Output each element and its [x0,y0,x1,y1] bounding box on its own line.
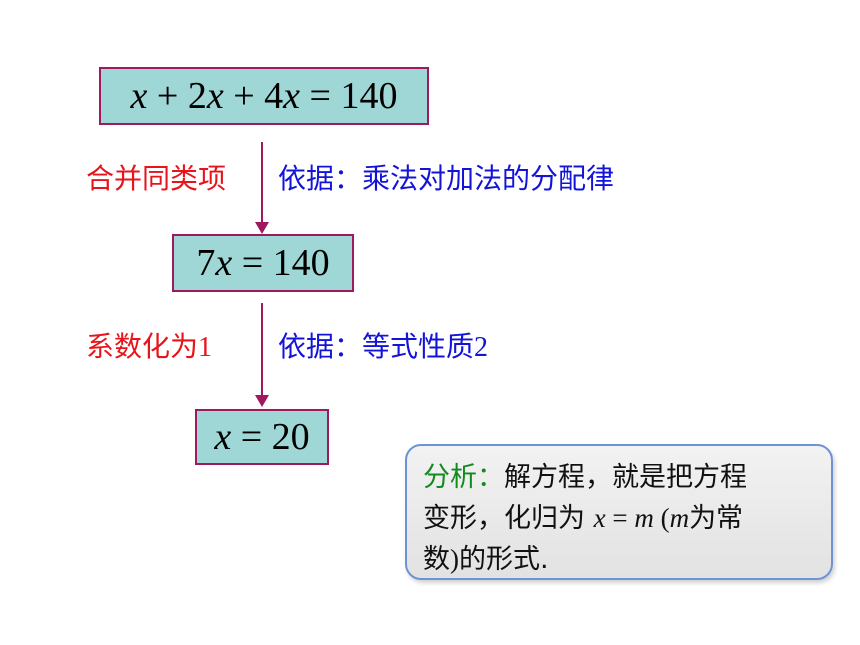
step2-label-num: 1 [198,332,213,363]
equation-box-3: x = 20 [195,409,329,465]
eq1-var-2: x [206,75,224,117]
eq3-rest: = 20 [231,416,310,458]
analysis-line2-m2: m [669,503,690,533]
analysis-line3-paren: ) [450,544,459,574]
arrow-shaft [261,142,263,224]
down-arrow-2 [255,303,269,407]
eq2-coef: 7 [196,242,216,284]
analysis-line2-paren: ( [653,503,670,533]
equation-box-1: x + 2 x + 4 x = 140 [99,67,429,125]
step2-reason-text: 依据：等式性质 [278,330,475,363]
analysis-line2-m: m [634,503,654,533]
eq1-var-3: x [283,75,301,117]
eq1-var-1: x [130,75,148,117]
analysis-line3-b: 的形式. [459,544,549,575]
eq2-var: x [215,242,233,284]
step2-label: 系数化为1 [86,333,212,362]
analysis-line2-a: 变形，化归为 [423,503,594,534]
step1-label: 合并同类项 [86,162,227,195]
analysis-line1-text: 解方程，就是把方程 [504,462,747,493]
arrow-shaft [261,303,263,397]
eq1-op-2: + 4 [223,75,284,117]
step2-label-text: 系数化为 [86,330,199,363]
analysis-heading: 分析： [423,462,504,493]
eq2-rest: = 140 [232,242,330,284]
arrow-head-icon [255,222,269,234]
eq1-rest: = 140 [300,75,398,117]
step2-reason-num: 2 [474,332,489,363]
equation-box-2: 7 x = 140 [172,234,354,292]
step1-reason: 依据：乘法对加法的分配律 [278,162,615,195]
analysis-line2-eq: = [605,503,635,533]
analysis-line2-b: 为常 [689,503,744,534]
eq3-var: x [214,416,232,458]
analysis-line-3: 数)的形式. [423,539,819,580]
arrow-head-icon [255,395,269,407]
down-arrow-1 [255,142,269,234]
analysis-callout: 分析：解方程，就是把方程 变形，化归为 x = m (m为常 数)的形式. [405,444,833,580]
analysis-line-2: 变形，化归为 x = m (m为常 [423,498,819,539]
analysis-line2-x: x [593,503,606,533]
eq1-op-1: + 2 [147,75,207,117]
analysis-line-1: 分析：解方程，就是把方程 [423,458,819,498]
analysis-line3-a: 数 [423,544,450,575]
step2-reason: 依据：等式性质2 [278,333,488,362]
